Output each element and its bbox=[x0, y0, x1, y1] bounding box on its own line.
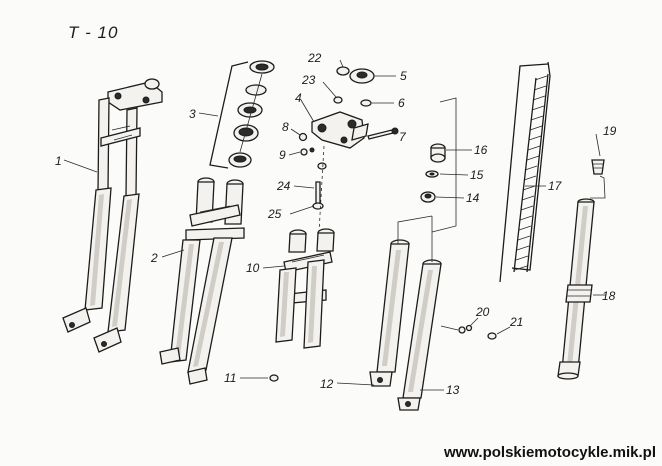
bearing-set-part-3 bbox=[209, 60, 275, 169]
part-number-10: 10 bbox=[246, 261, 260, 275]
bush-part-16 bbox=[430, 143, 446, 163]
steering-nut-part-5 bbox=[349, 68, 375, 84]
part-number-3: 3 bbox=[189, 107, 196, 121]
part-number-14: 14 bbox=[466, 191, 480, 205]
screw-part-11 bbox=[269, 374, 279, 382]
part-number-8: 8 bbox=[282, 120, 289, 134]
part-number-22: 22 bbox=[307, 51, 322, 65]
washer-part-15 bbox=[425, 170, 439, 178]
part-number-2: 2 bbox=[150, 251, 158, 265]
part-number-20: 20 bbox=[475, 305, 490, 319]
part-number-1: 1 bbox=[55, 154, 62, 168]
part-number-12: 12 bbox=[320, 377, 334, 391]
part-number-13: 13 bbox=[446, 383, 460, 397]
washer-part-23 bbox=[333, 96, 343, 104]
part-number-15: 15 bbox=[470, 168, 484, 182]
part-number-19: 19 bbox=[603, 124, 617, 138]
part-number-23: 23 bbox=[301, 73, 316, 87]
slider-left-part-12 bbox=[369, 239, 410, 387]
part-number-7: 7 bbox=[399, 130, 407, 144]
part-number-4: 4 bbox=[295, 91, 302, 105]
part-number-18: 18 bbox=[602, 289, 616, 303]
lower-bridge-part-10 bbox=[275, 228, 335, 349]
part-number-9: 9 bbox=[279, 148, 286, 162]
part-number-21: 21 bbox=[509, 315, 523, 329]
part-number-25: 25 bbox=[267, 207, 282, 221]
part-number-5: 5 bbox=[400, 69, 407, 83]
washer-part-21 bbox=[487, 332, 497, 340]
damper-tube-part-18 bbox=[557, 198, 595, 380]
part-number-11: 11 bbox=[224, 371, 236, 385]
part-number-16: 16 bbox=[474, 143, 488, 157]
fork-legs-part-2 bbox=[159, 177, 245, 385]
fork-spring-part-17 bbox=[499, 61, 551, 283]
washer-part-24 bbox=[317, 162, 327, 170]
part-number-6: 6 bbox=[398, 96, 405, 110]
part-number-24: 24 bbox=[276, 179, 291, 193]
part-number-17: 17 bbox=[548, 179, 563, 193]
website-caption: www.polskiemotocykle.mik.pl bbox=[443, 444, 656, 461]
nut-part-8 bbox=[298, 132, 308, 142]
washer-part-6 bbox=[360, 99, 372, 107]
washer-part-9 bbox=[300, 147, 315, 156]
pinch-bolt-part-7 bbox=[367, 127, 399, 140]
damper-cap-part-19 bbox=[591, 159, 605, 175]
nut-part-14 bbox=[420, 191, 436, 203]
drain-screw-part-20 bbox=[458, 324, 473, 334]
slider-right-part-13 bbox=[397, 259, 442, 411]
diagram-title: T - 10 bbox=[68, 23, 118, 42]
top-bridge-part-4 bbox=[311, 111, 369, 149]
fork-assembly-part-1 bbox=[62, 78, 163, 353]
cap-nut-part-22 bbox=[336, 66, 350, 76]
